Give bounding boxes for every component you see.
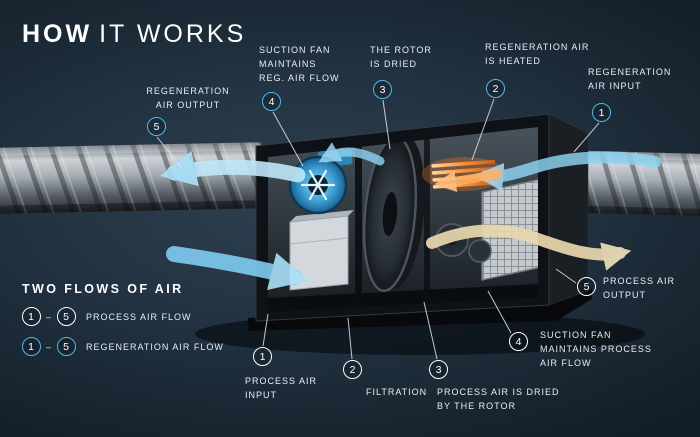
callout-label-suction-fan-process: SUCTION FAN MAINTAINS PROCESS AIR FLOW [540, 330, 652, 368]
callout-badge-process-4: 4 [509, 332, 528, 351]
callout-badge-regeneration-5: 5 [147, 117, 166, 136]
callout-label-regeneration-air-heated: REGENERATION AIR IS HEATED [485, 42, 590, 66]
callout-badge-regeneration-1: 1 [592, 103, 611, 122]
callout-label-filtration: FILTRATION [366, 387, 428, 397]
legend-badge-regeneration-to: 5 [57, 337, 77, 356]
legend-row-process: 1 – 5 PROCESS AIR FLOW [22, 307, 224, 326]
desiccant-rotor [362, 135, 425, 292]
callout-badge-process-1: 1 [253, 347, 272, 366]
title-primary: HOW [22, 20, 93, 48]
callout-badge-process-3: 3 [429, 360, 448, 379]
leader-lines [156, 98, 600, 360]
legend-row-regeneration: 1 – 5 REGENERATION AIR FLOW [22, 337, 224, 356]
process-output-arrow [426, 224, 632, 271]
callout-badge-process-2: 2 [343, 360, 362, 379]
callout-label-process-air-input: PROCESS AIR INPUT [245, 376, 318, 400]
legend-heading: TWO FLOWS OF AIR [22, 282, 184, 296]
legend-badge-process-from: 1 [22, 307, 41, 326]
legend: TWO FLOWS OF AIR 1 – 5 PROCESS AIR FLOW … [22, 282, 224, 356]
legend-badge-process-to: 5 [57, 307, 77, 326]
callout-badge-regeneration-2: 2 [486, 79, 505, 98]
heated-air-arrow [434, 169, 502, 193]
right-duct [555, 150, 700, 216]
legend-label-process: PROCESS AIR FLOW [86, 311, 192, 322]
callout-label-process-air-output: PROCESS AIR OUTPUT [603, 276, 676, 300]
callout-label-process-air-dried: PROCESS AIR IS DRIED BY THE ROTOR [437, 387, 560, 411]
callout-label-regeneration-air-input: REGENERATION AIR INPUT [588, 67, 672, 91]
callout-label-regeneration-air-output: REGENERATION AIR OUTPUT [146, 86, 230, 110]
legend-badge-regeneration-from: 1 [22, 337, 41, 356]
process-input-arrow [166, 246, 309, 291]
rotor-to-fan-arrow [318, 142, 385, 166]
left-duct [0, 142, 263, 214]
callout-badge-process-5: 5 [577, 277, 596, 296]
callout-label-suction-fan-reg: SUCTION FAN MAINTAINS REG. AIR FLOW [259, 45, 340, 83]
callout-badge-regeneration-3: 3 [373, 80, 392, 99]
legend-range-dash: – [46, 311, 53, 322]
callout-badge-regeneration-4: 4 [262, 92, 281, 111]
callout-label-rotor-dried: THE ROTOR IS DRIED [370, 45, 432, 69]
title-secondary: IT WORKS [99, 20, 247, 48]
legend-label-regeneration: REGENERATION AIR FLOW [86, 341, 224, 352]
regeneration-output-arrow [159, 150, 306, 187]
legend-range-dash: – [46, 341, 53, 352]
dehumidifier-cutaway [254, 113, 590, 322]
